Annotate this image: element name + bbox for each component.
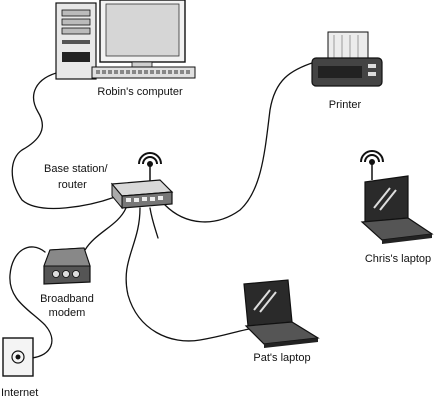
base-station-router: Base station/ router [44, 152, 174, 210]
wireless-signal-icon [360, 150, 384, 180]
broadband-modem: Broadband modem [40, 247, 94, 319]
network-cables [9, 61, 316, 359]
cable-printer-router [164, 61, 316, 223]
robins-computer: Robin's computer [55, 0, 196, 98]
label-base-station-line1: Base station/ [44, 163, 109, 175]
label-pats-laptop: Pat's laptop [253, 352, 310, 364]
chriss-laptop-screen [364, 175, 409, 223]
label-broadband-line1: Broadband [40, 293, 94, 305]
chriss-laptop: Chris's laptop [360, 150, 434, 265]
label-printer: Printer [329, 99, 362, 111]
label-broadband-line2: modem [49, 307, 86, 319]
internet-jack: Internet [1, 337, 38, 399]
cable-modem-router [84, 207, 127, 251]
computer-keyboard [91, 66, 196, 79]
cable-modem-internet [9, 246, 53, 359]
pats-laptop: Pat's laptop [243, 279, 320, 364]
printer: Printer [311, 31, 383, 111]
cable-computer-router [11, 71, 116, 210]
label-chriss-laptop: Chris's laptop [365, 253, 431, 265]
wireless-signal-icon [138, 152, 162, 182]
label-robins-computer: Robin's computer [97, 86, 183, 98]
label-base-station-line2: router [58, 179, 87, 191]
label-internet: Internet [1, 387, 38, 399]
cable-router-pats-laptop [125, 207, 256, 342]
cable-router-extra [149, 207, 159, 239]
computer-screen [105, 3, 180, 57]
